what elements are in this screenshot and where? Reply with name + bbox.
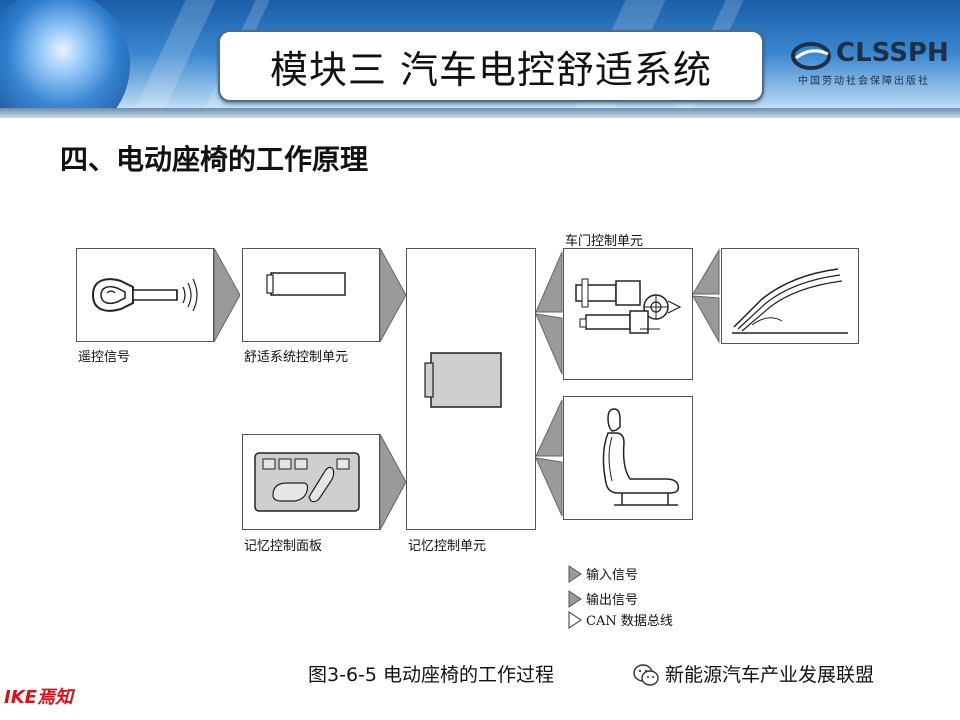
- label-door-unit: 车门控制单元: [565, 234, 644, 249]
- memory-panel-box: [242, 434, 380, 530]
- output-arrow-icon: [380, 248, 406, 342]
- banner-divider: [0, 108, 960, 118]
- key-fob-icon: [91, 278, 198, 312]
- logo-subtitle: 中国劳动社会保障出版社: [798, 76, 930, 87]
- label-memory-panel: 记忆控制面板: [244, 539, 323, 554]
- memory-control-unit-box: [406, 248, 536, 530]
- control-module-icon: [266, 272, 346, 296]
- figure-caption: 图3-6-5 电动座椅的工作过程: [308, 664, 555, 686]
- control-module-icon: [424, 352, 502, 408]
- input-signal-arrow-icon: [568, 565, 582, 583]
- window-box: [721, 248, 859, 344]
- section-title: 四、电动座椅的工作原理: [60, 143, 369, 176]
- remote-key-box: [76, 248, 214, 342]
- comfort-control-unit-box: [242, 248, 380, 342]
- output-arrow-icon: [380, 434, 406, 530]
- can-bus-arrow-icon: [568, 611, 582, 629]
- output-arrow-icon: [693, 248, 720, 344]
- output-signal-arrow-icon: [568, 590, 582, 608]
- title-box: 模块三 汽车电控舒适系统: [218, 30, 764, 102]
- publisher-logo: CLSSPH 中国劳动社会保障出版社: [790, 38, 950, 88]
- banner-stripe: [134, 0, 216, 110]
- seat-memory-panel-icon: [254, 452, 360, 512]
- door-control-unit-box: [563, 248, 693, 380]
- output-arrow-icon: [214, 248, 240, 342]
- wechat-icon: [633, 664, 659, 686]
- slide-title: 模块三 汽车电控舒适系统: [269, 47, 713, 92]
- globe-graphic: [0, 0, 130, 118]
- watermark-text: 新能源汽车产业发展联盟: [665, 664, 875, 686]
- logo-text: CLSSPH: [836, 38, 949, 68]
- legend-input-label: 输入信号: [586, 568, 639, 583]
- label-remote: 遥控信号: [78, 350, 131, 365]
- output-arrow-icon: [536, 399, 563, 517]
- car-seat-icon: [602, 408, 680, 506]
- window-motor-icon: [575, 278, 682, 334]
- seat-box: [563, 396, 693, 520]
- label-comfort-unit: 舒适系统控制单元: [244, 350, 349, 365]
- legend-output-label: 输出信号: [586, 593, 639, 608]
- corner-logo: IKE焉知: [4, 687, 73, 708]
- legend-can-label: CAN 数据总线: [586, 614, 673, 629]
- swoosh-icon: [791, 42, 831, 70]
- car-window-icon: [732, 268, 848, 334]
- label-memory-unit: 记忆控制单元: [408, 539, 487, 554]
- output-arrow-icon: [536, 251, 563, 375]
